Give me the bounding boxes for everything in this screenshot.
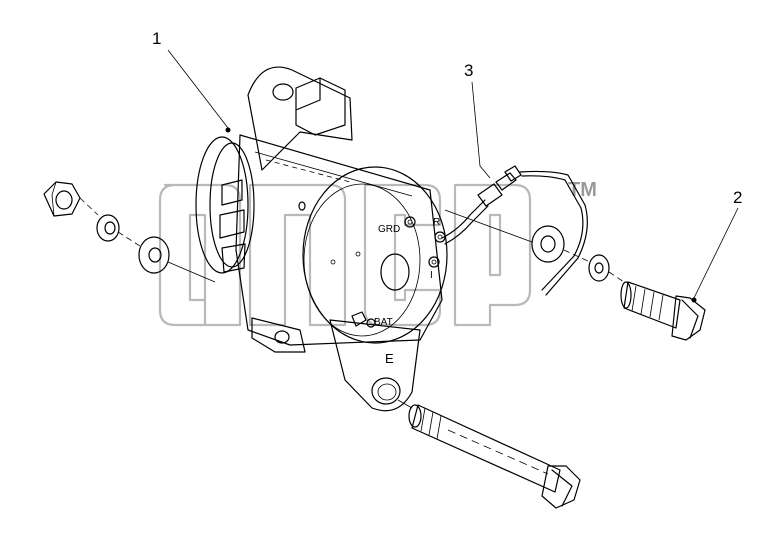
washer-bolt-side: [588, 254, 610, 282]
grd-terminal: [404, 216, 416, 228]
callout-leaders: [167, 49, 739, 303]
long-bolt: [408, 404, 581, 509]
callout-3: 3: [464, 61, 473, 80]
lock-washer: [96, 214, 120, 242]
washer-bracket: [531, 225, 565, 263]
grd-terminal-label: GRD: [378, 224, 400, 235]
r-terminal-label: R: [433, 217, 440, 228]
e-terminal-label: E: [385, 351, 394, 366]
assembly-center-lines: [79, 197, 625, 475]
watermark-logo: TM: [158, 179, 597, 327]
wiring-harness: [441, 165, 588, 296]
callout-1: 1: [152, 29, 161, 48]
callout-2: 2: [733, 188, 742, 207]
watermark-trademark: TM: [568, 179, 597, 201]
flat-washer: [138, 236, 170, 274]
hex-nut: [43, 181, 81, 217]
bat-terminal-label: BAT: [374, 317, 393, 328]
alternator: GRD R I BAT E: [195, 66, 448, 412]
i-terminal-label: I: [430, 270, 433, 281]
i-terminal: [428, 256, 440, 268]
short-bolt: [620, 281, 706, 341]
